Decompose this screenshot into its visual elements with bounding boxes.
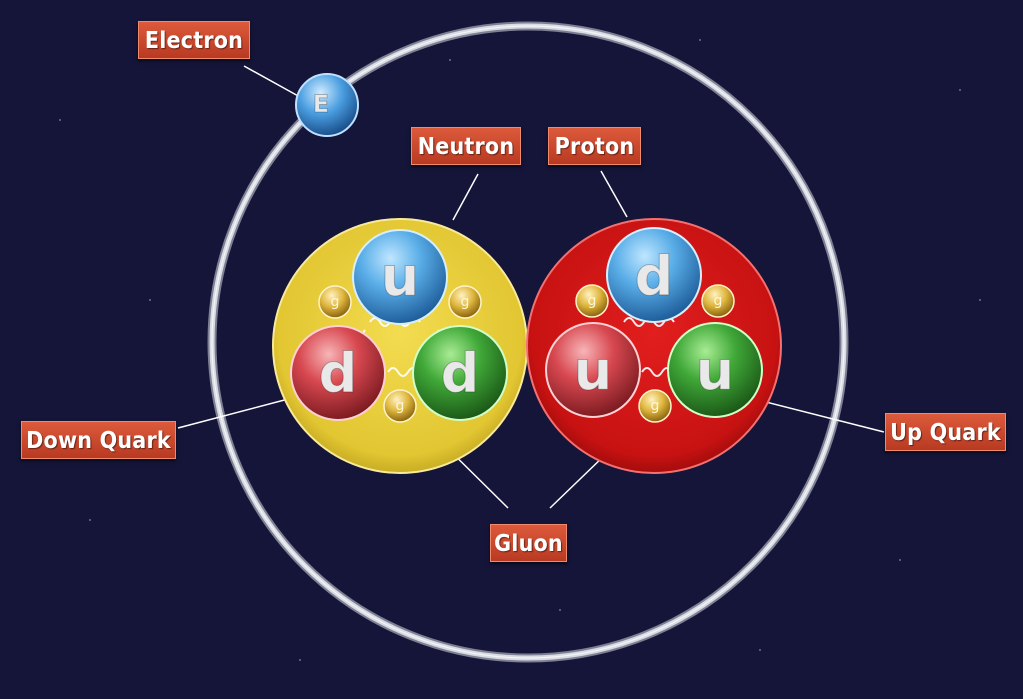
label-electron: Electron [138,21,250,59]
neutron-gluon-right [448,285,482,319]
proton-quark-label-top: d [635,245,674,308]
proton-gluon-label-bottom: g [651,398,660,414]
proton-down-quark [606,227,702,323]
neutron-gluon-left [318,285,352,319]
electron-symbol: E [313,90,329,118]
label-neutron: Neutron [411,127,521,165]
proton-gluon-right [701,284,735,318]
label-gluon: Gluon [490,524,567,562]
neutron-quark-label-top: u [381,245,419,308]
neutron-quark-label-left: d [319,342,358,405]
neutron-down-quark-left [290,325,386,421]
proton-gluon-bottom [638,389,672,423]
proton-quark-label-left: u [574,339,612,402]
neutron-gluon-label-bottom: g [396,398,405,414]
neutron-down-quark-right [412,325,508,421]
proton-up-quark-right [667,322,763,418]
neutron-gluon-bottom [383,389,417,423]
neutron-up-quark [352,229,448,325]
proton-up-quark-left [545,322,641,418]
proton-gluon-left [575,284,609,318]
proton-quark-label-right: u [696,339,734,402]
neutron-quark-label-right: d [441,342,480,405]
proton-gluon-label-left: g [588,293,597,309]
electron: E [295,73,359,137]
neutron: u d d g g g [272,218,528,474]
label-up-quark: Up Quark [885,413,1006,451]
star-field [59,39,981,661]
label-proton: Proton [548,127,641,165]
proton: d u u g g g [526,218,782,474]
neutron-gluon-label-right: g [461,294,470,310]
neutron-gluon-label-left: g [331,294,340,310]
label-down-quark: Down Quark [21,421,176,459]
proton-gluon-label-right: g [714,293,723,309]
leader-lines [177,65,885,509]
electron-orbit [207,21,849,663]
